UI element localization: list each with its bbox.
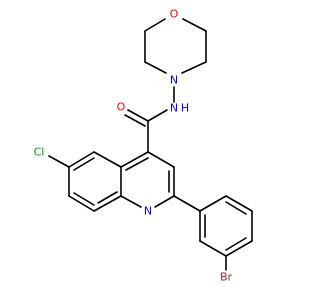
bond bbox=[182, 18, 207, 32]
bond bbox=[124, 114, 146, 127]
bond bbox=[181, 61, 207, 74]
bond bbox=[93, 151, 122, 168]
bond bbox=[144, 18, 166, 32]
bond bbox=[147, 151, 175, 168]
bond bbox=[225, 237, 247, 251]
bond bbox=[97, 191, 118, 204]
bond bbox=[225, 195, 253, 212]
atom-label-amide-nitrogen: N bbox=[170, 102, 178, 115]
atom-label-chlorine: Cl bbox=[34, 146, 45, 159]
atom-label-bromine: Br bbox=[220, 271, 233, 284]
atom-label-quinoline-nitrogen: N bbox=[144, 205, 152, 218]
atom-label-carbonyl-oxygen: O bbox=[117, 101, 126, 114]
atom-label-morpholine-oxygen: O bbox=[170, 8, 179, 21]
bond bbox=[120, 195, 142, 208]
bond bbox=[199, 195, 227, 212]
bond-layer bbox=[48, 18, 253, 271]
bond bbox=[48, 155, 70, 168]
bond bbox=[120, 151, 149, 168]
bond bbox=[68, 151, 95, 168]
bond bbox=[127, 109, 149, 122]
molecule-structure: O N N H O Cl N Br bbox=[34, 8, 253, 284]
bond bbox=[73, 157, 95, 171]
atom-label-morpholine-nitrogen: N bbox=[170, 74, 178, 87]
bond bbox=[147, 109, 168, 122]
bond bbox=[154, 195, 175, 208]
bond bbox=[93, 195, 122, 212]
bond bbox=[73, 192, 95, 206]
bond bbox=[225, 240, 253, 257]
bond bbox=[199, 240, 227, 257]
atom-label-amide-hydrogen: H bbox=[181, 102, 189, 115]
bond bbox=[144, 61, 167, 74]
bond bbox=[68, 195, 95, 212]
bond bbox=[225, 201, 247, 215]
bond bbox=[125, 157, 149, 171]
bond bbox=[173, 195, 201, 212]
atom-label-layer: O N N H O Cl N Br bbox=[34, 8, 233, 284]
